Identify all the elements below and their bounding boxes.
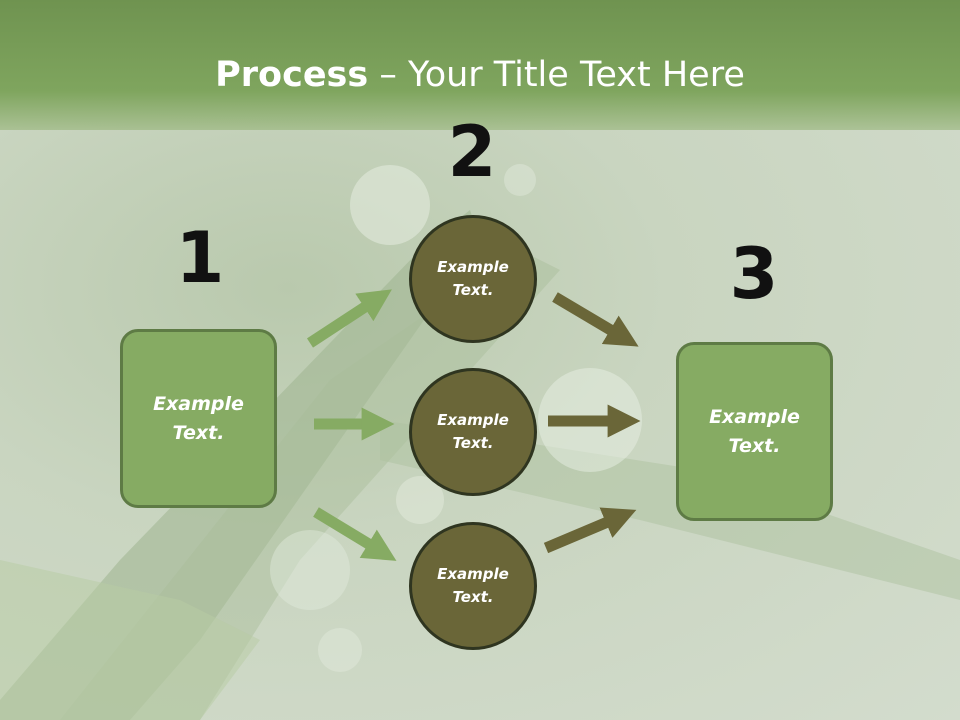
circle-bottom-text: Example Text. bbox=[437, 565, 509, 606]
step-2-number: 2 bbox=[447, 111, 497, 193]
title-rest: – Your Title Text Here bbox=[368, 55, 745, 95]
arrow-left-to-top bbox=[306, 289, 392, 348]
circle-bottom: Example Text. bbox=[409, 522, 537, 650]
arrow-top-to-right bbox=[552, 292, 639, 347]
left-box-text: Example Text. bbox=[153, 392, 244, 444]
slide-title: Process – Your Title Text Here bbox=[0, 52, 960, 98]
circle-top: Example Text. bbox=[409, 215, 537, 343]
circle-middle-text: Example Text. bbox=[437, 411, 509, 452]
left-text-box: Example Text. bbox=[120, 329, 277, 508]
arrow-bottom-to-right bbox=[543, 507, 637, 554]
step-1-number: 1 bbox=[175, 217, 225, 299]
arrow-left-to-bottom bbox=[313, 507, 397, 561]
circle-top-text: Example Text. bbox=[437, 258, 509, 299]
right-box-text: Example Text. bbox=[709, 405, 800, 457]
step-3-number: 3 bbox=[729, 233, 779, 315]
title-bar bbox=[0, 0, 960, 130]
title-bold: Process bbox=[215, 55, 369, 95]
right-text-box: Example Text. bbox=[676, 342, 833, 521]
circle-middle: Example Text. bbox=[409, 368, 537, 496]
